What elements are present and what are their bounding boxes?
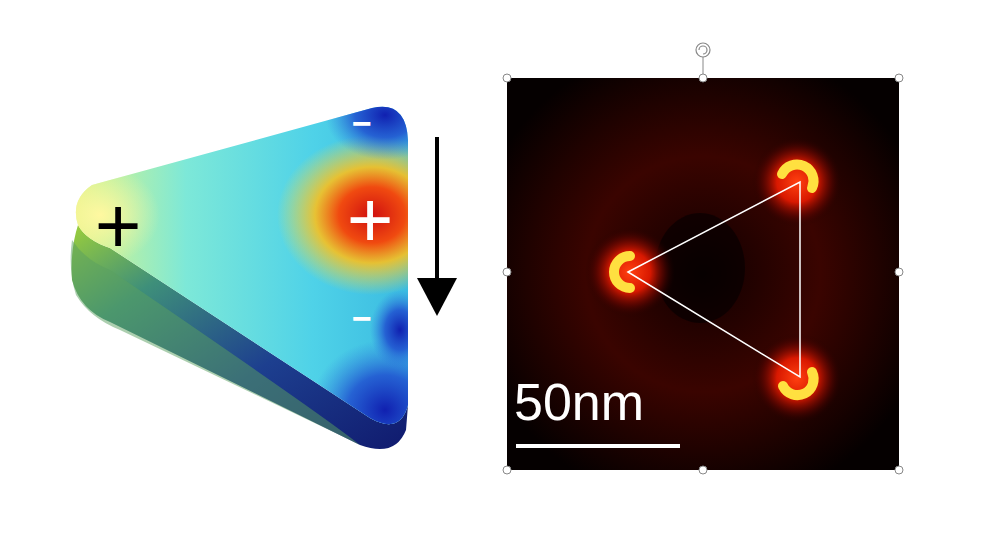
selection-handles — [503, 43, 903, 474]
charge-sign: − — [352, 301, 372, 335]
charge-sign: + — [347, 180, 394, 260]
charge-sign: − — [352, 106, 372, 140]
charge-sign: + — [95, 186, 142, 266]
scale-bar-label: 50nm — [514, 376, 644, 428]
